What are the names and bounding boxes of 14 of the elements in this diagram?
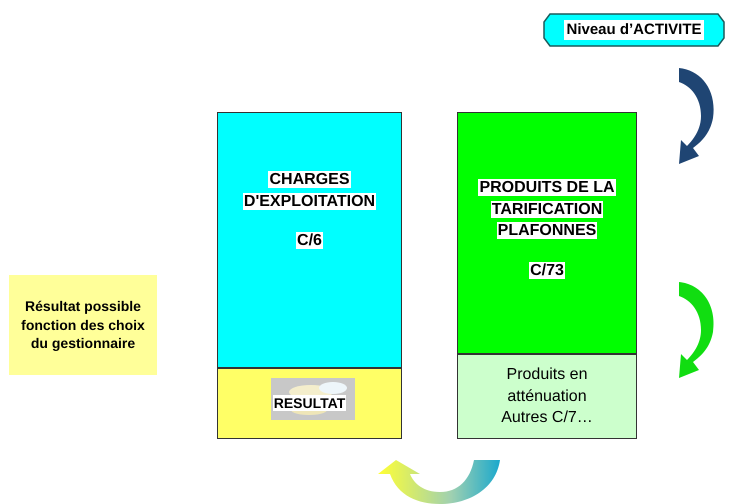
- box-label: Résultat possible fonction des choix du gestionnaire: [20, 296, 146, 354]
- note-box: [9, 275, 157, 375]
- box-label: RESULTAT: [272, 394, 346, 413]
- banner-label: Niveau d’ACTIVITE: [564, 20, 704, 40]
- account-code: C/73: [529, 260, 565, 281]
- other-revenue-box: [457, 354, 637, 439]
- box-label: CHARGES D'EXPLOITATION: [242, 170, 378, 212]
- box-label: PRODUITS DE LA TARIFICATION PLAFONNES: [477, 178, 617, 242]
- box-label: Produits en atténuation Autres C/7…: [500, 365, 594, 428]
- charges-box: [217, 112, 402, 368]
- revenue-box: [457, 112, 637, 354]
- account-code: C/6: [296, 231, 323, 252]
- result-box: [217, 368, 402, 439]
- banner-shape: [543, 13, 725, 47]
